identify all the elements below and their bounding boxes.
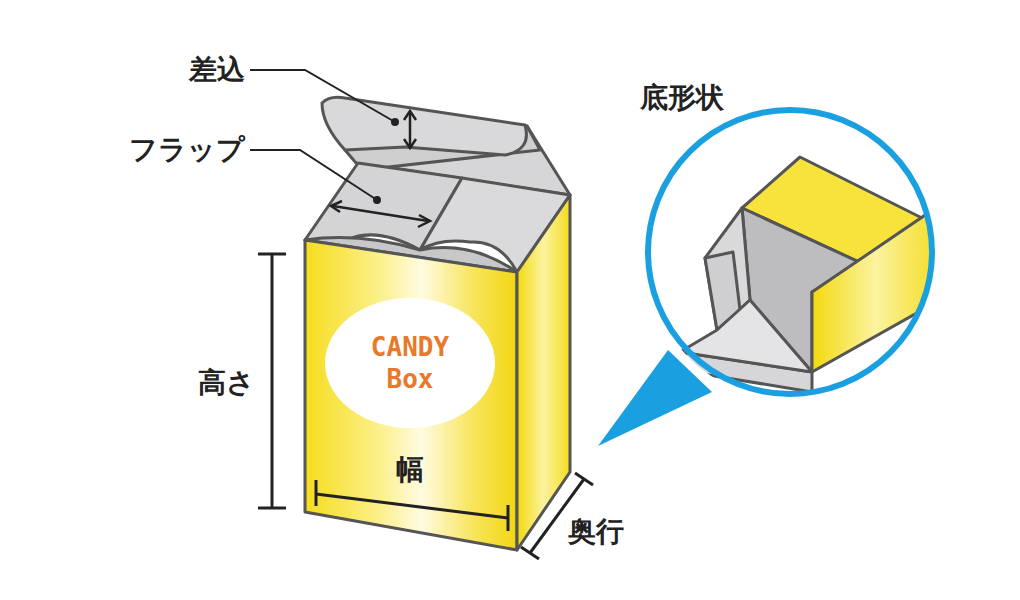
- zoom-pointer: [598, 350, 712, 446]
- box-side-face: [517, 195, 570, 550]
- ellipse-shape: [325, 298, 495, 428]
- leader-lines: [250, 70, 395, 200]
- box-front-face: [305, 240, 517, 550]
- leader-dot: [391, 118, 399, 126]
- dimension-label: 幅: [396, 455, 424, 486]
- height-dimension: [258, 254, 286, 508]
- ellipse-outline: [325, 298, 495, 428]
- box-logo-text: CANDY Box: [360, 331, 460, 396]
- leader-dot: [373, 196, 381, 204]
- double-arrow: [331, 111, 430, 227]
- tuck-flap: [322, 97, 526, 155]
- dimension-label: 奥行: [568, 517, 624, 548]
- dimension-label: フラップ: [129, 135, 245, 166]
- zoom-heading: 底形状: [640, 80, 724, 115]
- label-ellipse: CANDY Box: [325, 298, 495, 428]
- circle-outline: [640, 80, 940, 405]
- dimension-label: 差込: [189, 55, 245, 86]
- dimension-label: 高さ: [198, 368, 255, 399]
- circle-shape: [648, 110, 932, 394]
- width-dimension: [316, 480, 508, 531]
- zoom-circle: 底形状: [640, 80, 940, 405]
- bottom-shape-illustration: [678, 157, 940, 392]
